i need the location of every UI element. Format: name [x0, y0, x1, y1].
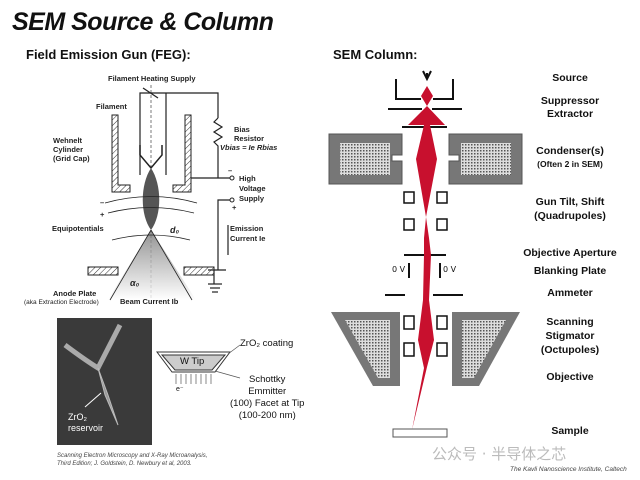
label-gun-tilt: Gun Tilt, Shift	[535, 196, 605, 208]
column-heading: SEM Column:	[333, 47, 418, 62]
label-sample: Sample	[551, 425, 589, 437]
label-coating: ZrO₂ coating	[240, 338, 294, 349]
label-beam-current: Beam Current Ib	[120, 297, 179, 306]
label-objective: Objective	[546, 371, 594, 383]
label-facet-size: (100-200 nm)	[238, 410, 296, 421]
label-suppressor: Suppressor	[540, 95, 600, 107]
label-ammeter: Ammeter	[547, 287, 593, 299]
label-anode-1: Anode Plate	[53, 289, 97, 298]
label-scanning: Scanning	[546, 316, 594, 328]
label-anode-2: (aka Extraction Electrode)	[24, 299, 99, 306]
label-hv-3: Supply	[239, 194, 265, 203]
label-stigmator: Stigmator	[545, 330, 595, 342]
label-w-tip: W Tip	[180, 356, 205, 367]
label-emitter: Emmitter	[248, 386, 287, 397]
label-octupoles: (Octupoles)	[540, 344, 600, 356]
label-minus-left: –	[100, 198, 105, 207]
label-filament-heating-supply: Filament Heating Supply	[108, 74, 196, 83]
label-alpha0: α₀	[130, 278, 140, 288]
watermark: 公众号 · 半导体之芯	[432, 445, 567, 463]
label-plus: +	[232, 203, 237, 212]
label-source: Source	[552, 72, 588, 84]
sample	[392, 428, 448, 438]
label-extractor: Extractor	[546, 108, 594, 120]
label-bias-1: Bias	[234, 125, 250, 134]
zro2-micrograph	[57, 318, 152, 445]
label-voltage-right: 0 V	[443, 265, 457, 274]
label-wehnelt-3: (Grid Cap)	[53, 154, 90, 163]
label-condenser-note: (Often 2 in SEM)	[537, 159, 603, 169]
label-voltage-left: 0 V	[392, 265, 406, 274]
label-facet: (100) Facet at Tip	[230, 398, 305, 409]
label-plus-left: +	[100, 210, 105, 219]
citation-line-2: Third Edition; J. Goldstein, D. Newbury …	[57, 461, 192, 467]
slide-title: SEM Source & Column	[12, 8, 274, 36]
label-bias-equation: Vbias = Ie Rbias	[220, 143, 278, 152]
citation-line-1: Scanning Electron Microscopy and X-Ray M…	[57, 453, 208, 459]
label-wehnelt-1: Wehnelt	[53, 136, 83, 145]
label-quadrupoles: (Quadrupoles)	[534, 210, 606, 222]
label-blanking-plate: Blanking Plate	[533, 265, 607, 277]
label-equipotentials: Equipotentials	[52, 224, 104, 233]
label-reservoir: reservoir	[68, 423, 104, 433]
label-schottky: Schottky	[249, 374, 286, 385]
label-filament: Filament	[96, 102, 127, 111]
label-hv-1: High	[239, 174, 256, 183]
label-zro2: ZrO₂	[68, 412, 87, 422]
label-hv-2: Voltage	[239, 184, 266, 193]
label-objective-aperture: Objective Aperture	[523, 247, 617, 259]
label-condenser: Condenser(s)	[536, 145, 604, 157]
label-emission-2: Current Ie	[230, 234, 266, 243]
label-minus: –	[228, 166, 233, 175]
credit: The Kavli Nanoscience Institute, Caltech	[510, 466, 627, 473]
feg-heading: Field Emission Gun (FEG):	[26, 47, 191, 62]
label-electron: e⁻	[176, 386, 184, 393]
label-wehnelt-2: Cylinder	[53, 145, 84, 154]
label-emission-1: Emission	[230, 224, 264, 233]
label-d0: d₀	[170, 225, 180, 235]
electron-beam	[408, 86, 445, 430]
label-bias-2: Resistor	[234, 134, 265, 143]
